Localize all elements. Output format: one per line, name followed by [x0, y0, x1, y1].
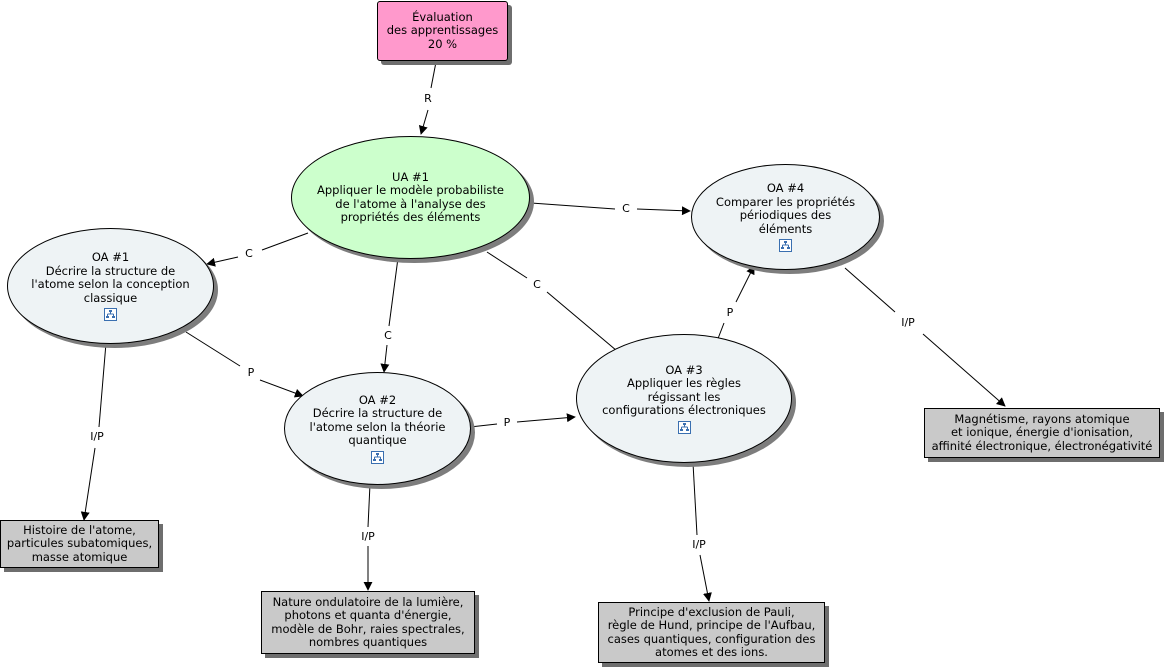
- box-magnetisme-text: Magnétisme, rayons atomique et ionique, …: [931, 411, 1153, 453]
- box-histoire-text: Histoire de l'atome, particules subatomi…: [6, 522, 153, 564]
- oa1-text: OA #1 Décrire la structure de l'atome se…: [31, 250, 190, 305]
- oa3-text: OA #3 Appliquer les règles régissant les…: [602, 362, 766, 417]
- ua1-text: UA #1 Appliquer le modèle probabiliste d…: [317, 169, 504, 224]
- link-label-ua1-oa4: C: [620, 202, 632, 215]
- concept-map-icon[interactable]: [104, 308, 117, 321]
- oa4-text: OA #4 Comparer les propriétés périodique…: [715, 181, 856, 236]
- oa3-node[interactable]: OA #3 Appliquer les règles régissant les…: [576, 334, 792, 463]
- link-label-oa1-box: I/P: [88, 430, 106, 443]
- oa1-node[interactable]: OA #1 Décrire la structure de l'atome se…: [7, 228, 214, 344]
- evaluation-node[interactable]: Évaluation des apprentissages 20 %: [377, 1, 508, 61]
- link-label-oa4-box: I/P: [899, 316, 917, 329]
- evaluation-text: Évaluation des apprentissages 20 %: [386, 9, 499, 51]
- link-ua1-oa3-a: [486, 251, 528, 279]
- link-oa1-oa2-a: [185, 331, 241, 367]
- link-oa4-box-b: [922, 333, 1006, 407]
- box-principe-text: Principe d'exclusion de Pauli, règle de …: [607, 604, 816, 659]
- link-ua1-oa4-b: [636, 206, 691, 216]
- link-oa3-box-b: [699, 554, 712, 602]
- link-oa2-box-a: [367, 483, 371, 528]
- box-magnetisme[interactable]: Magnétisme, rayons atomique et ionique, …: [924, 408, 1160, 458]
- oa2-node[interactable]: OA #2 Décrire la structure de l'atome se…: [284, 372, 471, 485]
- link-ua1-oa3-b: [546, 291, 624, 357]
- concept-map-icon[interactable]: [779, 239, 792, 252]
- link-eval-ua1-b: [418, 109, 429, 135]
- link-oa2-oa3-b: [516, 413, 576, 423]
- box-nature[interactable]: Nature ondulatoire de la lumière, photon…: [261, 591, 475, 654]
- box-principe[interactable]: Principe d'exclusion de Pauli, règle de …: [598, 602, 825, 663]
- box-nature-text: Nature ondulatoire de la lumière, photon…: [271, 594, 465, 649]
- link-label-ua1-oa1: C: [243, 247, 255, 260]
- oa2-text: OA #2 Décrire la structure de l'atome se…: [309, 392, 446, 447]
- link-label-r: R: [422, 92, 434, 105]
- link-oa1-oa2-b: [259, 379, 304, 398]
- link-label-oa1-oa2: P: [245, 366, 257, 379]
- link-oa1-box-b: [80, 447, 96, 521]
- link-oa1-box-a: [98, 342, 107, 428]
- link-label-oa2-box: I/P: [359, 530, 377, 543]
- link-eval-ua1-a: [430, 61, 437, 89]
- link-label-ua1-oa3: C: [531, 278, 543, 291]
- link-oa4-box-a: [844, 267, 896, 313]
- link-ua1-oa1-b: [206, 256, 239, 267]
- link-oa2-oa3-a: [469, 423, 498, 428]
- link-label-ua1-oa2: C: [382, 329, 394, 342]
- link-oa3-oa4-b: [735, 265, 755, 303]
- oa4-node[interactable]: OA #4 Comparer les propriétés périodique…: [691, 164, 880, 270]
- link-label-oa2-oa3: P: [501, 416, 513, 429]
- link-label-oa3-box: I/P: [690, 538, 708, 551]
- box-histoire[interactable]: Histoire de l'atome, particules subatomi…: [0, 520, 159, 568]
- concept-map-icon[interactable]: [677, 420, 691, 434]
- concept-map-icon[interactable]: [371, 450, 384, 464]
- link-label-oa3-oa4: P: [724, 306, 736, 319]
- link-ua1-oa2-b: [380, 344, 390, 373]
- ua1-node[interactable]: UA #1 Appliquer le modèle probabiliste d…: [291, 136, 530, 259]
- link-ua1-oa1-a: [261, 232, 309, 251]
- link-ua1-oa4-a: [530, 202, 616, 210]
- link-ua1-oa2-a: [388, 257, 399, 327]
